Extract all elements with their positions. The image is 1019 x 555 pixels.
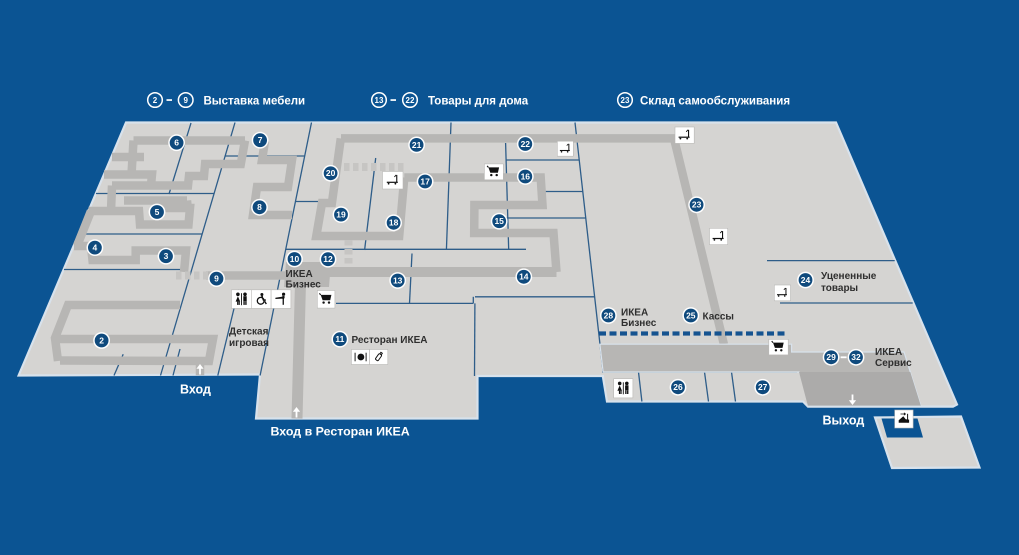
svg-text:Ресторан ИКЕА: Ресторан ИКЕА (352, 335, 428, 346)
svg-text:12: 12 (323, 254, 333, 264)
svg-text:Вход: Вход (180, 383, 211, 397)
svg-text:ИКЕА: ИКЕА (286, 269, 313, 280)
svg-text:ИКЕА: ИКЕА (621, 308, 648, 319)
svg-text:8: 8 (257, 202, 262, 212)
svg-text:9: 9 (183, 96, 188, 105)
svg-text:17: 17 (420, 176, 430, 186)
svg-text:18: 18 (389, 218, 399, 228)
svg-text:10: 10 (290, 254, 300, 264)
svg-text:13: 13 (375, 96, 384, 105)
svg-text:Склад самообслуживания: Склад самообслуживания (640, 96, 790, 108)
svg-text:Товары для дома: Товары для дома (428, 96, 529, 108)
svg-text:16: 16 (521, 171, 531, 181)
svg-text:Выход: Выход (823, 414, 865, 428)
svg-text:Уцененные: Уцененные (821, 271, 877, 282)
svg-text:Детская: Детская (229, 327, 269, 338)
svg-text:27: 27 (758, 382, 768, 392)
svg-text:25: 25 (686, 310, 696, 320)
svg-text:5: 5 (155, 207, 160, 217)
svg-text:товары: товары (821, 283, 858, 294)
svg-text:22: 22 (521, 139, 531, 149)
svg-text:26: 26 (673, 382, 683, 392)
svg-text:23: 23 (621, 96, 630, 105)
svg-text:20: 20 (326, 168, 336, 178)
svg-text:21: 21 (412, 140, 422, 150)
svg-text:9: 9 (214, 274, 219, 284)
svg-text:14: 14 (519, 272, 529, 282)
svg-text:32: 32 (851, 352, 861, 362)
svg-text:Бизнес: Бизнес (621, 318, 657, 329)
svg-text:игровая: игровая (229, 338, 269, 349)
svg-text:2: 2 (153, 96, 158, 105)
svg-text:15: 15 (494, 216, 504, 226)
svg-text:3: 3 (164, 251, 169, 261)
svg-text:Вход в Ресторан ИКЕА: Вход в Ресторан ИКЕА (271, 425, 410, 439)
svg-text:11: 11 (335, 334, 344, 344)
svg-text:28: 28 (604, 310, 614, 320)
svg-text:Бизнес: Бизнес (286, 280, 322, 291)
svg-text:24: 24 (801, 275, 811, 285)
svg-text:Сервис: Сервис (875, 358, 912, 369)
svg-text:Выставка мебели: Выставка мебели (204, 96, 306, 108)
svg-text:6: 6 (174, 138, 179, 148)
svg-text:Кассы: Кассы (703, 312, 734, 323)
svg-text:22: 22 (406, 96, 415, 105)
svg-text:ИКЕА: ИКЕА (875, 347, 902, 358)
svg-text:4: 4 (93, 243, 98, 253)
svg-text:29: 29 (826, 352, 836, 362)
svg-text:23: 23 (692, 200, 702, 210)
svg-text:2: 2 (99, 335, 104, 345)
svg-text:19: 19 (336, 210, 346, 220)
svg-text:13: 13 (393, 275, 403, 285)
svg-text:7: 7 (258, 135, 263, 145)
